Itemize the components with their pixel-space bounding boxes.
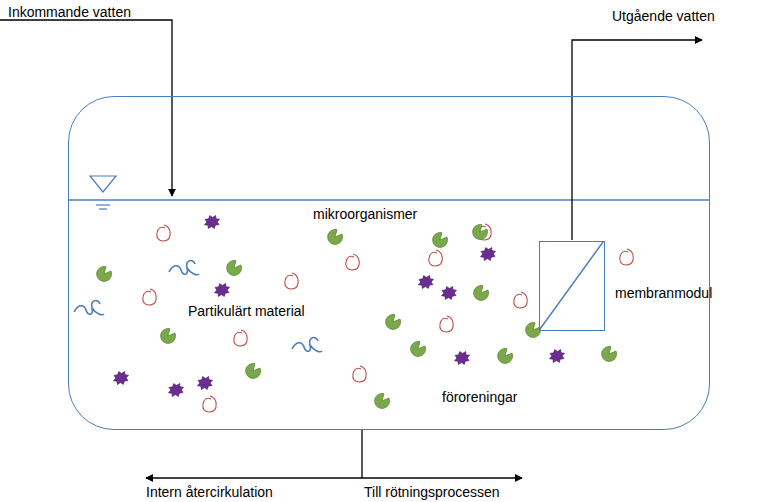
particulate-squiggle (292, 338, 322, 352)
membrane-module: membranmodul (539, 241, 605, 331)
microorganism-symbol (433, 232, 448, 247)
particle-drop (353, 366, 366, 382)
microorganism-symbol (602, 346, 617, 361)
water-level-symbol (90, 176, 116, 192)
particle-drop (429, 250, 442, 266)
water-level-symbol (99, 208, 107, 209)
particle-drop (514, 292, 527, 308)
pollutant-symbol (202, 213, 222, 231)
microorganism-symbol (498, 348, 513, 363)
node-label: Partikulärt material (188, 303, 305, 319)
pollutant-symbol (416, 273, 436, 291)
particle-drop (346, 254, 359, 270)
microorganism-symbol (97, 266, 112, 281)
water-surface (69, 199, 709, 201)
flow-label: Utgående vatten (612, 8, 715, 24)
particulate-squiggle (74, 301, 104, 315)
microorganism-symbol (375, 393, 390, 408)
pollutant-symbol (452, 349, 472, 367)
node-label: mikroorganismer (313, 206, 417, 222)
sludge-pipe (361, 430, 362, 478)
microorganism-symbol (246, 363, 261, 378)
water-level-symbol (96, 204, 110, 205)
pollutant-symbol (547, 347, 567, 365)
tank: mikroorganismerPartikulärt material föror… (68, 96, 710, 430)
microorganism-symbol (474, 285, 489, 300)
node-label: föroreningar (442, 389, 518, 405)
particle-drop (143, 289, 156, 305)
membrane-diagonal (540, 242, 603, 329)
pollutant-symbol (195, 374, 215, 392)
flow-label: Intern återcirkulation (146, 484, 273, 500)
digestion-arrow (362, 477, 522, 478)
node-label: membranmodul (615, 285, 712, 301)
membrane-diagonal (540, 242, 604, 330)
pollutant-symbol (478, 245, 498, 263)
flow-label: Inkommande vatten (8, 4, 131, 20)
particle-drop (234, 330, 247, 346)
particulate-squiggle (169, 261, 199, 275)
pollutant-symbol (439, 284, 459, 302)
microorganism-symbol (386, 314, 401, 329)
inlet-pipe (0, 20, 172, 196)
recirculation-arrow (146, 477, 362, 478)
microorganism-symbol (328, 229, 343, 244)
pollutant-symbol (111, 369, 131, 387)
microorganism-symbol (473, 224, 488, 239)
particle-drop (203, 396, 216, 412)
pollutant-symbol (212, 281, 232, 299)
particle-drop (285, 273, 298, 289)
particle-drop (620, 249, 633, 265)
particle-drop (157, 225, 170, 241)
microorganism-symbol (411, 341, 426, 356)
microorganism-symbol (161, 328, 176, 343)
flow-label: Till rötningsprocessen (364, 484, 500, 500)
outlet-pipe (572, 40, 702, 240)
microorganism-symbol (227, 260, 242, 275)
pollutant-symbol (166, 381, 186, 399)
particle-drop (440, 316, 453, 332)
